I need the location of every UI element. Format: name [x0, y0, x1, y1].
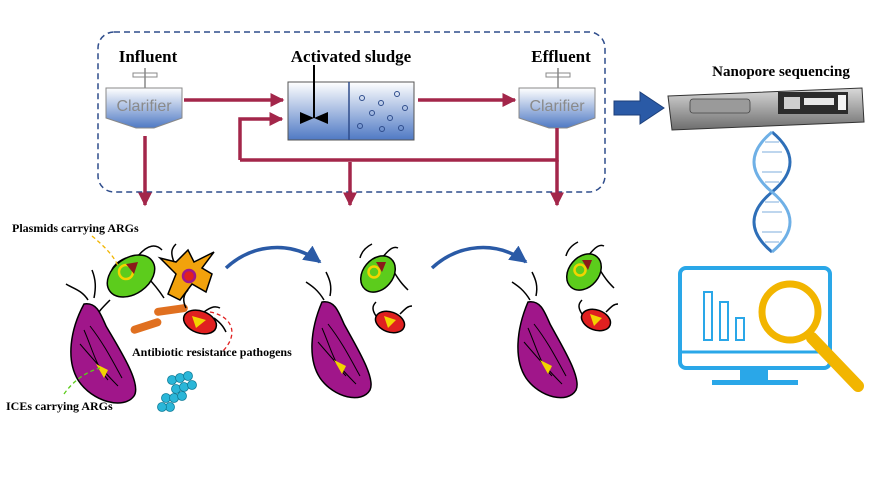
cocci-cluster	[157, 371, 197, 412]
purple-bacterium	[65, 269, 137, 404]
transfer-arrow	[224, 245, 322, 270]
transfer-arrow	[430, 245, 528, 270]
orange-rod	[154, 304, 188, 316]
air-bubbles	[357, 91, 408, 132]
pathogens-annotation: Antibiotic resistance pathogens	[132, 345, 292, 359]
magnifier-icon	[758, 280, 864, 392]
activated-sludge-label: Activated sludge	[291, 47, 412, 66]
green-bacterium	[565, 241, 615, 291]
effluent-community	[511, 241, 619, 399]
green-bacterium	[93, 245, 165, 321]
effluent-label: Effluent	[531, 47, 591, 66]
red-bacterium	[578, 299, 619, 332]
green-bacterium	[359, 243, 409, 293]
monitor-chart-icon	[678, 266, 832, 385]
purple-bacterium	[305, 271, 372, 399]
flow-arrows	[138, 93, 564, 207]
red-bacterium	[372, 301, 413, 334]
influent-label: Influent	[119, 47, 178, 66]
flow-cell-icon	[667, 87, 865, 131]
red-bacterium	[182, 289, 227, 335]
clarifier-icon: Clarifier	[105, 68, 183, 129]
nanopore-sequencing-label: Nanopore sequencing	[712, 64, 850, 80]
purple-bacterium	[511, 271, 578, 399]
plasmids-annotation: Plasmids carrying ARGs	[12, 221, 139, 235]
orange-rod	[130, 318, 162, 334]
ices-annotation: ICEs carrying ARGs	[6, 399, 113, 413]
clarifier-icon: Clarifier	[518, 68, 596, 129]
sludge-community	[305, 243, 413, 399]
influent-community	[63, 235, 233, 412]
aeration-tank-icon	[287, 65, 415, 141]
clarifier-right-label: Clarifier	[529, 98, 585, 115]
yellow-bacterium	[157, 243, 215, 301]
clarifier-left-label: Clarifier	[116, 98, 172, 115]
to-sequencing-arrow	[613, 91, 665, 125]
dna-helix-icon	[752, 130, 792, 254]
